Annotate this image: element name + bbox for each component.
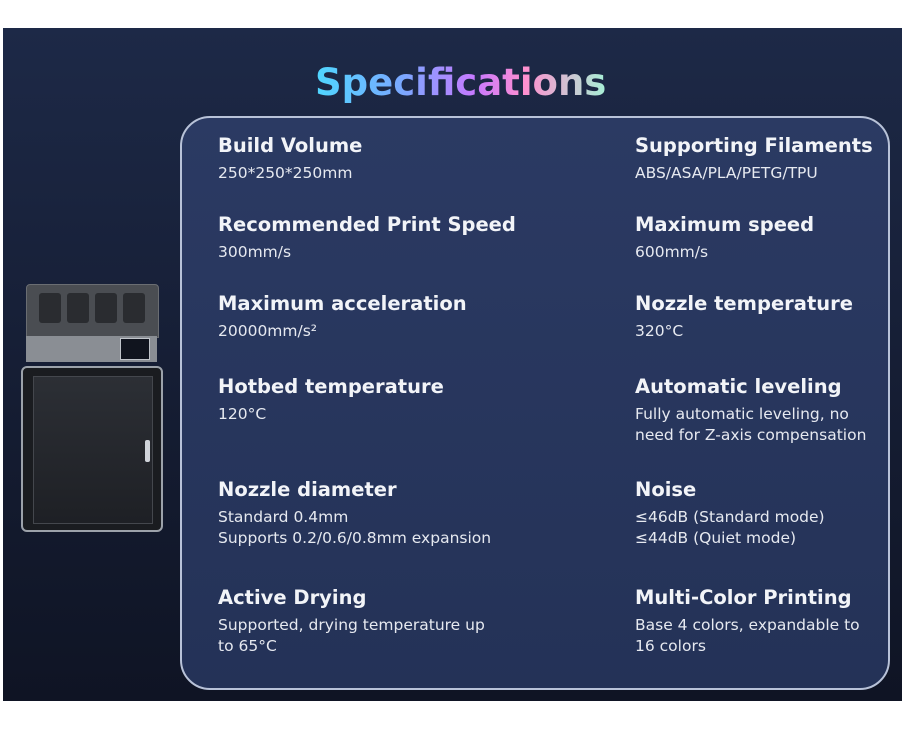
spec-banner: Specifications Build Volume 250*250*250m…: [3, 28, 902, 701]
spec-value: Supported, drying temperature up to 65°C: [218, 616, 485, 655]
spec-panel: Build Volume 250*250*250mm Supporting Fi…: [180, 116, 890, 690]
spec-nozzle-temperature: Nozzle temperature 320°C: [635, 292, 853, 342]
printer-handle: [145, 440, 150, 462]
spec-recommended-print-speed: Recommended Print Speed 300mm/s: [218, 213, 516, 263]
spec-value: 250*250*250mm: [218, 164, 353, 182]
spec-supporting-filaments: Supporting Filaments ABS/ASA/PLA/PETG/TP…: [635, 134, 873, 184]
spec-value: Standard 0.4mm Supports 0.2/0.6/0.8mm ex…: [218, 508, 492, 547]
spec-label: Hotbed temperature: [218, 375, 444, 398]
spec-value: ABS/ASA/PLA/PETG/TPU: [635, 164, 818, 182]
spec-label: Nozzle temperature: [635, 292, 853, 315]
spec-build-volume: Build Volume 250*250*250mm: [218, 134, 362, 184]
filament-slot: [67, 293, 89, 323]
spec-value: ≤46dB (Standard mode) ≤44dB (Quiet mode): [635, 508, 825, 547]
spec-value: Base 4 colors, expandable to 16 colors: [635, 616, 860, 655]
spec-label: Supporting Filaments: [635, 134, 873, 157]
spec-noise: Noise ≤46dB (Standard mode) ≤44dB (Quiet…: [635, 478, 825, 549]
spec-automatic-leveling: Automatic leveling Fully automatic level…: [635, 375, 866, 446]
printer-screen: [120, 338, 150, 360]
spec-value: 600mm/s: [635, 243, 709, 261]
spec-maximum-speed: Maximum speed 600mm/s: [635, 213, 814, 263]
printer-body: [21, 366, 163, 532]
printer-product-image: [21, 284, 163, 534]
spec-value: 320°C: [635, 322, 684, 340]
spec-label: Multi-Color Printing: [635, 586, 852, 609]
spec-label: Recommended Print Speed: [218, 213, 516, 236]
spec-value: 20000mm/s²: [218, 322, 318, 340]
spec-label: Nozzle diameter: [218, 478, 397, 501]
printer-lid: [26, 284, 159, 338]
spec-label: Build Volume: [218, 134, 363, 157]
spec-hotbed-temperature: Hotbed temperature 120°C: [218, 375, 444, 425]
spec-value: Fully automatic leveling, no need for Z-…: [635, 405, 867, 444]
spec-label: Noise: [635, 478, 697, 501]
spec-label: Active Drying: [218, 586, 367, 609]
spec-value: 300mm/s: [218, 243, 292, 261]
spec-label: Automatic leveling: [635, 375, 842, 398]
filament-slot: [95, 293, 117, 323]
spec-maximum-acceleration: Maximum acceleration 20000mm/s²: [218, 292, 467, 342]
spec-label: Maximum acceleration: [218, 292, 467, 315]
spec-active-drying: Active Drying Supported, drying temperat…: [218, 586, 485, 657]
spec-value: 120°C: [218, 405, 267, 423]
spec-nozzle-diameter: Nozzle diameter Standard 0.4mm Supports …: [218, 478, 491, 549]
spec-label: Maximum speed: [635, 213, 815, 236]
filament-slot: [123, 293, 145, 323]
spec-multi-color-printing: Multi-Color Printing Base 4 colors, expa…: [635, 586, 860, 657]
page-title: Specifications: [315, 58, 606, 108]
filament-slot: [39, 293, 61, 323]
printer-door: [33, 376, 153, 524]
